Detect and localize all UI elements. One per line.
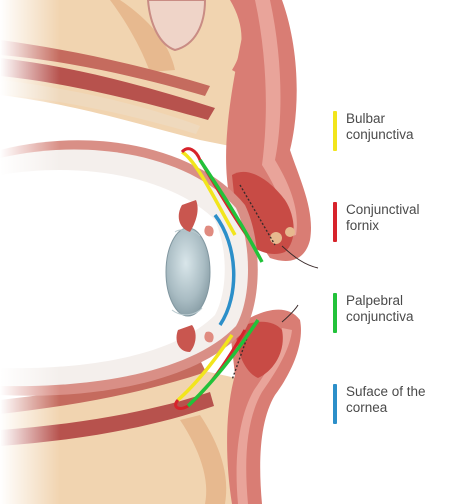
legend-item-surface-of-cornea: Suface of the cornea <box>333 384 426 424</box>
lens <box>165 227 211 317</box>
legend-item-bulbar-conjunctiva: Bulbar conjunctiva <box>333 111 414 151</box>
legend-label: Bulbar conjunctiva <box>346 111 414 142</box>
legend-label: Suface of the cornea <box>346 384 426 415</box>
conjunctiva-upper <box>180 147 264 263</box>
lower-eyelid <box>227 304 301 504</box>
conjunctiva-lower <box>174 319 260 410</box>
legend-swatch-red <box>333 202 337 242</box>
legend-swatch-blue <box>333 384 337 424</box>
legend-item-palpebral-conjunctiva: Palpebral conjunctiva <box>333 293 414 333</box>
legend-swatch-yellow <box>333 111 337 151</box>
legend-label: Palpebral conjunctiva <box>346 293 414 324</box>
legend-item-conjunctival-fornix: Conjunctival fornix <box>333 202 420 242</box>
legend-swatch-green <box>333 293 337 333</box>
upper-orbit <box>0 0 292 150</box>
ciliary-body <box>176 200 214 352</box>
legend-label: Conjunctival fornix <box>346 202 420 233</box>
